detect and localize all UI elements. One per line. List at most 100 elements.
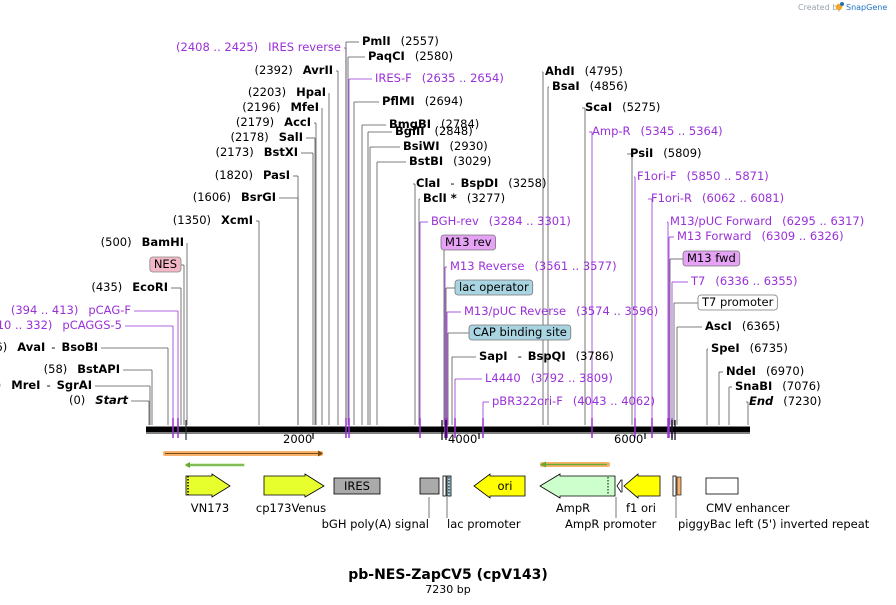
site-bcli: BclI * — [423, 191, 457, 205]
site-acci: AccI — [284, 115, 311, 129]
site-bstxi: BstXI — [264, 145, 298, 159]
site-position: (5345 .. 5364) — [641, 124, 723, 138]
site-position: (3574 .. 3596) — [576, 304, 658, 318]
feature-label-ampr: AmpR — [556, 501, 590, 515]
site-position: (1820) — [215, 168, 253, 182]
primer-m13-puc-forward: M13/pUC Forward — [670, 214, 772, 228]
site-position: (435) — [91, 280, 122, 294]
feature-label-bgh-poly-a-signal: bGH poly(A) signal — [322, 517, 429, 531]
ruler: 2000 4000 6000 — [283, 432, 646, 446]
feature-tag-box — [468, 324, 572, 341]
site-xcmi: XcmI — [221, 213, 253, 227]
feature-tag-cap-binding-site: CAP binding site — [473, 325, 567, 339]
primer-l4440: L4440 — [485, 371, 521, 385]
feature-f1-ori — [623, 473, 661, 499]
ruler-label-6000: 6000 — [614, 432, 643, 446]
site-position: (2178) — [230, 130, 268, 144]
site-position: (500) — [101, 235, 132, 249]
site-position: (2203) — [248, 85, 286, 99]
primer-pcaggs-5: pCAGGS-5 — [62, 318, 122, 332]
site-position: (6365) — [742, 319, 780, 333]
site-spei: SpeI — [711, 341, 740, 355]
backbone-feature-marks — [172, 418, 676, 440]
feature-cp173venus — [263, 473, 325, 498]
orf-arrow-ampr — [540, 461, 610, 468]
site-pmli: PmlI — [362, 34, 391, 48]
primer-pbr322ori-f: pBR322ori-F — [492, 394, 563, 408]
site-position: (4856) — [590, 79, 628, 93]
feature-lac-region — [442, 475, 452, 497]
site-clai: ClaI — [416, 176, 440, 190]
site-position: (3029) — [453, 154, 491, 168]
sequence-backbone — [146, 426, 750, 434]
site-separator: - — [450, 176, 454, 190]
site-position: (3792 .. 3809) — [531, 371, 613, 385]
feature-ampr — [539, 473, 616, 499]
site-snabi: SnaBI — [735, 379, 772, 393]
site-separator: - — [518, 349, 522, 363]
feature-piggybac-ir — [672, 475, 682, 497]
primer-pcag-f: pCAG-F — [88, 303, 131, 317]
site-position: (2694) — [425, 94, 463, 108]
feature-ori: ori — [473, 473, 526, 499]
site-psii: PsiI — [630, 146, 653, 160]
site-position: (6970) — [766, 364, 804, 378]
site-position: (1606) — [193, 190, 231, 204]
site-bsrgi: BsrGI — [241, 190, 276, 204]
site-position: (394 .. 413) — [11, 303, 79, 317]
primer-ires-f: IRES-F — [375, 71, 412, 85]
credit-brand: SnapGene — [846, 3, 887, 12]
feature-tag-t7-promoter: T7 promoter — [701, 295, 774, 309]
feature-tag-box — [697, 294, 778, 311]
feature-label-lac-promoter: lac promoter — [447, 517, 521, 531]
feature-label-piggybac-left-5-inverted-repeat: piggyBac left (5') inverted repeat — [678, 517, 870, 531]
site-bspdi: BspDI — [461, 176, 499, 190]
site-position: (24) — [0, 378, 1, 392]
feature-tag-box — [149, 256, 182, 273]
site-pasi: PasI — [263, 168, 290, 182]
feature-tag-m13-rev: M13 rev — [445, 235, 492, 249]
ori-label: ori — [498, 479, 513, 493]
site-labels: Start(0)SgrAI-MreI(24)BstAPI(58)BsoBI-Av… — [0, 34, 864, 408]
site-sgrai: SgrAI — [57, 378, 92, 392]
site-position: (3277) — [467, 191, 505, 205]
feature-ires: IRES — [333, 477, 381, 495]
site-position: (2848) — [435, 124, 473, 138]
primer-m13-puc-reverse: M13/pUC Reverse — [464, 304, 566, 318]
site-bglii: BglII — [395, 124, 425, 138]
primer-amp-r: Amp-R — [592, 124, 631, 138]
site-position: (256) — [0, 340, 7, 354]
site-position: (7230) — [783, 394, 821, 408]
site-position: (2930) — [450, 139, 488, 153]
orf-arrow-vn173 — [185, 462, 245, 468]
site-position: (1350) — [173, 213, 211, 227]
orf-arrow-forward — [163, 450, 323, 457]
site-bamhi: BamHI — [142, 235, 184, 249]
primer-f1ori-r: F1ori-R — [651, 191, 692, 205]
feature-bgh-polya — [419, 477, 440, 495]
ruler-label-4000: 4000 — [448, 432, 477, 446]
site-position: (3786) — [576, 349, 614, 363]
credit-text: Created by — [798, 3, 842, 12]
site-ecori: EcoRI — [132, 280, 168, 294]
site-asci: AscI — [705, 319, 732, 333]
site-position: (2173) — [215, 145, 253, 159]
site-position: (2784) — [441, 117, 479, 131]
map-title: pb-NES-ZapCV5 (cpV143) — [348, 567, 548, 583]
site-avrii: AvrII — [303, 63, 333, 77]
feature-label-cmv-enhancer: CMV enhancer — [706, 501, 790, 515]
site-bstapi: BstAPI — [77, 362, 120, 376]
site-bsai: BsaI — [552, 79, 580, 93]
site-position: (6735) — [750, 341, 788, 355]
site-ahdi: AhdI — [545, 64, 575, 78]
site-position: (3561 .. 3577) — [534, 259, 616, 273]
site-position: (2580) — [415, 49, 453, 63]
site-position: (2635 .. 2654) — [422, 71, 504, 85]
site-position: (5809) — [663, 146, 701, 160]
site-position: (58) — [44, 362, 68, 376]
site-mrei: MreI — [11, 378, 40, 392]
site-scai: ScaI — [585, 100, 612, 114]
primer-m13-forward: M13 Forward — [677, 229, 751, 243]
primer-f1ori-f: F1ori-F — [637, 169, 677, 183]
feature-label-vn173: VN173 — [191, 501, 229, 515]
